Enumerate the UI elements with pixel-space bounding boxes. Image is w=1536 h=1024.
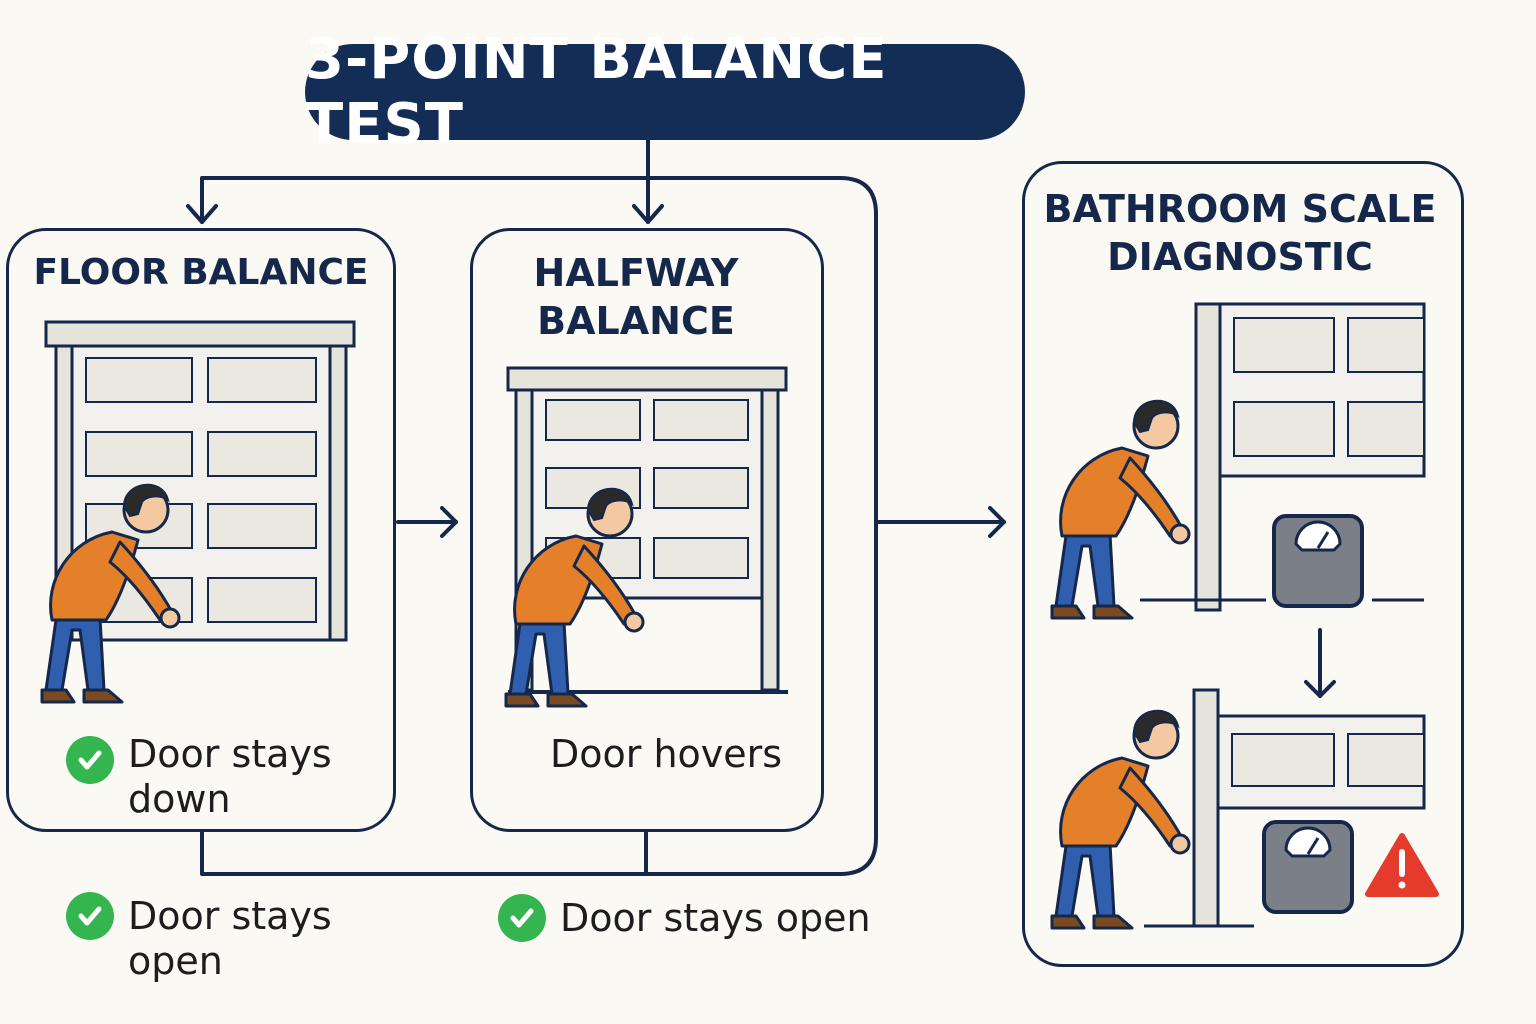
person-icon xyxy=(1050,709,1191,930)
halfway-heading-line1: HALFWAY xyxy=(533,251,739,295)
garage-door-scale-top xyxy=(1140,302,1426,612)
halfway-balance-result: Door hovers xyxy=(550,732,783,776)
scale-heading-line1: BATHROOM SCALE xyxy=(1043,187,1437,231)
page-title: 3-POINT BALANCE TEST xyxy=(305,27,1025,157)
person-icon xyxy=(1050,399,1191,620)
bottom-middle-result: Door stays open xyxy=(560,896,871,940)
bathroom-scale-icon xyxy=(1262,820,1354,914)
scale-diagnostic-heading: BATHROOM SCALE DIAGNOSTIC xyxy=(1040,186,1440,281)
floor-balance-heading: FLOOR BALANCE xyxy=(33,252,369,293)
check-icon xyxy=(66,736,114,784)
scale-heading-line2: DIAGNOSTIC xyxy=(1107,234,1373,279)
halfway-balance-heading: HALFWAY BALANCE xyxy=(486,250,786,345)
warning-icon xyxy=(1365,833,1439,897)
connector-lines xyxy=(186,138,1336,876)
halfway-heading-line2: BALANCE xyxy=(537,298,735,343)
bathroom-scale-icon xyxy=(1272,514,1364,608)
check-icon xyxy=(66,892,114,940)
garage-door-scale-bottom xyxy=(1144,688,1426,928)
check-icon xyxy=(498,894,546,942)
bottom-left-result: Door stays open xyxy=(128,894,332,983)
floor-balance-result: Door stays down xyxy=(128,732,332,821)
